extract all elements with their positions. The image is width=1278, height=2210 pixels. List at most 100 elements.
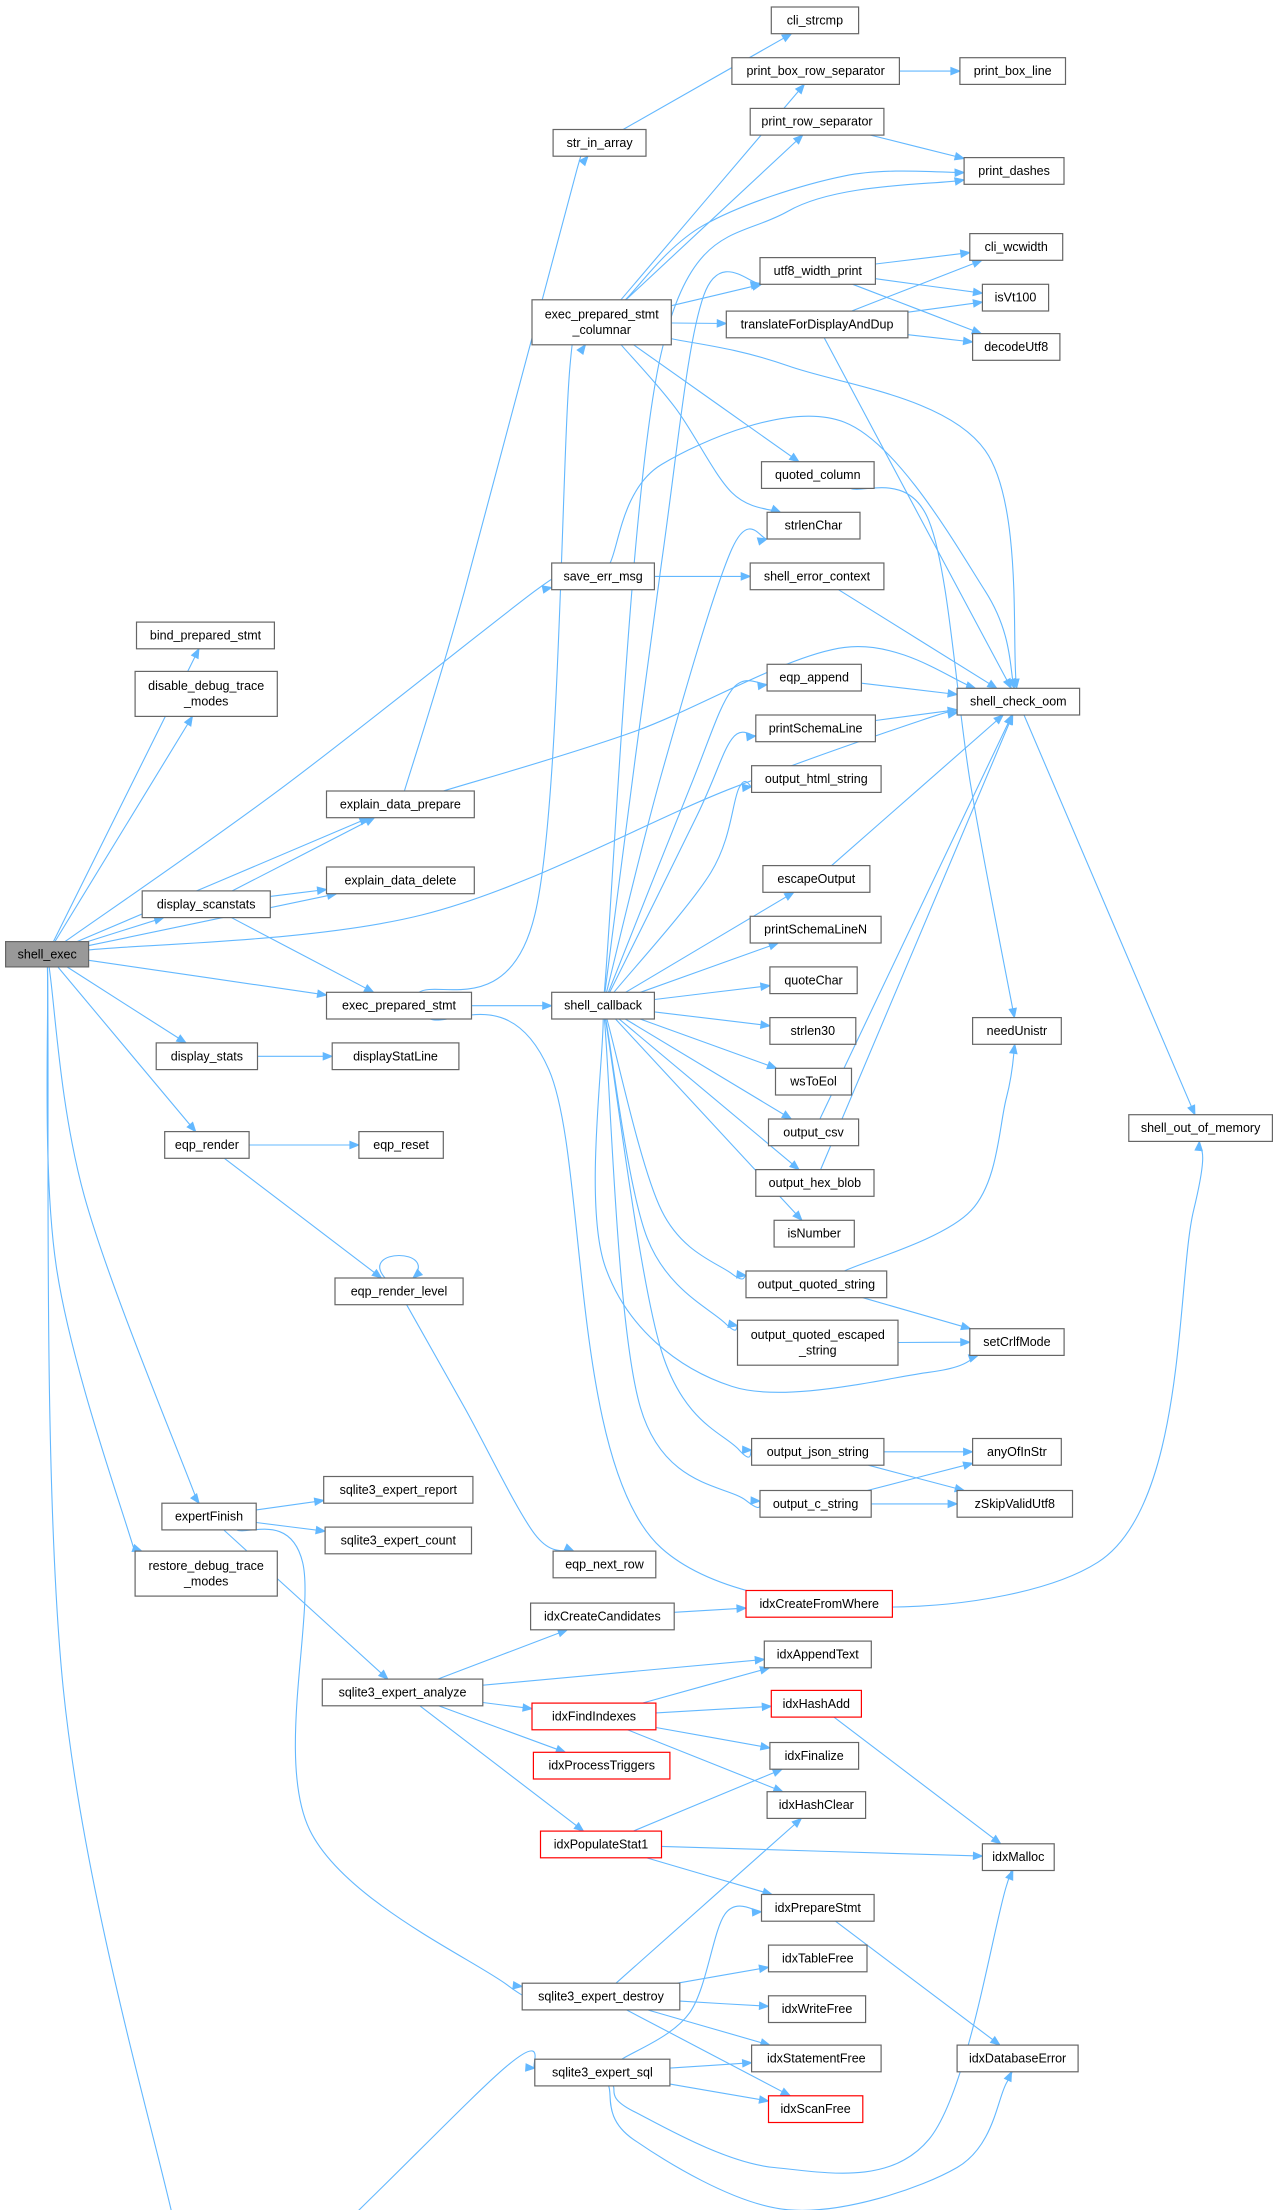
node-box[interactable] xyxy=(164,1130,250,1159)
node-utf8_width_print[interactable]: utf8_width_print xyxy=(759,257,877,285)
node-printSchemaLineN[interactable]: printSchemaLineN xyxy=(749,915,882,944)
node-box[interactable] xyxy=(325,991,473,1020)
node-box[interactable] xyxy=(750,2044,882,2073)
node-print_box_row_separator[interactable]: print_box_row_separator xyxy=(731,57,901,86)
node-box[interactable] xyxy=(1128,1114,1274,1142)
node-decodeUtf8[interactable]: decodeUtf8 xyxy=(971,333,1061,361)
node-idxPopulateStat1[interactable]: idxPopulateStat1 xyxy=(539,1830,663,1859)
node-box[interactable] xyxy=(759,257,877,285)
node-strlen30[interactable]: strlen30 xyxy=(769,1016,857,1045)
node-box[interactable] xyxy=(760,461,875,490)
node-cli_wcwidth[interactable]: cli_wcwidth xyxy=(969,233,1064,261)
node-escapeOutput[interactable]: escapeOutput xyxy=(762,864,871,893)
node-box[interactable] xyxy=(321,1678,484,1707)
node-save_err_msg[interactable]: save_err_msg xyxy=(551,562,656,591)
node-idxPrepareStmt[interactable]: idxPrepareStmt xyxy=(760,1893,875,1922)
node-box[interactable] xyxy=(956,1489,1074,1518)
node-exec_prepared_stmt_columnar[interactable]: exec_prepared_stmt_columnar xyxy=(531,299,672,346)
node-output_json_string[interactable]: output_json_string xyxy=(750,1437,885,1466)
node-idxHashAdd[interactable]: idxHashAdd xyxy=(770,1689,862,1718)
node-box[interactable] xyxy=(725,310,909,339)
node-box[interactable] xyxy=(769,1016,857,1045)
node-idxStatementFree[interactable]: idxStatementFree xyxy=(750,2044,882,2073)
node-box[interactable] xyxy=(521,1982,681,2011)
node-shell_out_of_memory[interactable]: shell_out_of_memory xyxy=(1128,1114,1274,1142)
node-box[interactable] xyxy=(325,790,475,819)
node-box[interactable] xyxy=(762,864,871,893)
node-box[interactable] xyxy=(749,107,885,136)
node-box[interactable] xyxy=(731,57,901,86)
node-box[interactable] xyxy=(981,1843,1055,1872)
node-box[interactable] xyxy=(745,1270,888,1299)
node-disable_debug_trace_modes[interactable]: disable_debug_trace_modes xyxy=(134,670,278,718)
node-box[interactable] xyxy=(774,1067,853,1096)
node-sqlite3_expert_report[interactable]: sqlite3_expert_report xyxy=(323,1475,474,1504)
node-box[interactable] xyxy=(141,890,271,919)
node-box[interactable] xyxy=(770,1689,862,1718)
node-box[interactable] xyxy=(745,1589,893,1618)
node-idxCreateCandidates[interactable]: idxCreateCandidates xyxy=(529,1602,675,1631)
node-box[interactable] xyxy=(769,1741,860,1770)
node-box[interactable] xyxy=(749,915,882,944)
node-box[interactable] xyxy=(755,1168,875,1197)
node-eqp_render[interactable]: eqp_render xyxy=(164,1130,250,1159)
node-shell_error_context[interactable]: shell_error_context xyxy=(749,562,885,591)
node-box[interactable] xyxy=(358,1130,444,1159)
node-box[interactable] xyxy=(767,1995,867,2024)
node-box[interactable] xyxy=(767,1944,868,1973)
node-box[interactable] xyxy=(963,157,1065,185)
node-isVt100[interactable]: isVt100 xyxy=(981,283,1050,312)
node-expertFinish[interactable]: expertFinish xyxy=(161,1502,257,1531)
node-box[interactable] xyxy=(750,765,882,794)
node-box[interactable] xyxy=(749,562,885,591)
node-shell_callback[interactable]: shell_callback xyxy=(551,991,656,1020)
node-sqlite3_expert_destroy[interactable]: sqlite3_expert_destroy xyxy=(521,1982,681,2011)
node-wsToEol[interactable]: wsToEol xyxy=(774,1067,853,1096)
node-idxTableFree[interactable]: idxTableFree xyxy=(767,1944,868,1973)
node-box[interactable] xyxy=(551,991,656,1020)
node-box[interactable] xyxy=(551,562,656,591)
node-quoted_column[interactable]: quoted_column xyxy=(760,461,875,490)
node-idxMalloc[interactable]: idxMalloc xyxy=(981,1843,1055,1872)
node-idxAppendText[interactable]: idxAppendText xyxy=(763,1640,872,1669)
node-box[interactable] xyxy=(531,1702,657,1731)
node-box[interactable] xyxy=(736,1319,899,1366)
node-box[interactable] xyxy=(766,663,862,692)
node-needUnistr[interactable]: needUnistr xyxy=(971,1016,1062,1045)
node-display_stats[interactable]: display_stats xyxy=(155,1042,259,1071)
node-zSkipValidUtf8[interactable]: zSkipValidUtf8 xyxy=(956,1489,1074,1518)
node-box[interactable] xyxy=(755,714,876,743)
node-idxScanFree[interactable]: idxScanFree xyxy=(767,2095,864,2124)
node-box[interactable] xyxy=(766,1791,867,1819)
node-sqlite3_expert_analyze[interactable]: sqlite3_expert_analyze xyxy=(321,1678,484,1707)
node-print_box_line[interactable]: print_box_line xyxy=(959,57,1067,86)
node-printSchemaLine[interactable]: printSchemaLine xyxy=(755,714,876,743)
node-output_quoted_escaped_string[interactable]: output_quoted_escaped_string xyxy=(736,1319,899,1366)
node-box[interactable] xyxy=(766,511,861,540)
node-shell_exec[interactable]: shell_exec xyxy=(4,940,90,968)
node-box[interactable] xyxy=(552,1550,657,1579)
node-idxFindIndexes[interactable]: idxFindIndexes xyxy=(531,1702,657,1731)
node-box[interactable] xyxy=(770,6,860,35)
node-box[interactable] xyxy=(773,1219,855,1248)
node-bind_prepared_stmt[interactable]: bind_prepared_stmt xyxy=(135,621,275,650)
node-box[interactable] xyxy=(981,283,1050,312)
node-box[interactable] xyxy=(155,1042,259,1071)
node-displayStatLine[interactable]: displayStatLine xyxy=(331,1042,460,1071)
node-output_html_string[interactable]: output_html_string xyxy=(750,765,882,794)
node-restore_debug_trace_modes[interactable]: restore_debug_trace_modes xyxy=(134,1550,278,1597)
node-box[interactable] xyxy=(767,1118,860,1147)
node-sqlite3_expert_sql[interactable]: sqlite3_expert_sql xyxy=(534,2058,671,2087)
node-box[interactable] xyxy=(531,299,672,346)
node-print_row_separator[interactable]: print_row_separator xyxy=(749,107,885,136)
node-box[interactable] xyxy=(135,621,275,650)
node-translateForDisplayAndDup[interactable]: translateForDisplayAndDup xyxy=(725,310,909,339)
node-box[interactable] xyxy=(323,1475,474,1504)
node-output_c_string[interactable]: output_c_string xyxy=(759,1489,872,1518)
node-idxDatabaseError[interactable]: idxDatabaseError xyxy=(956,2044,1079,2073)
node-explain_data_delete[interactable]: explain_data_delete xyxy=(325,866,475,895)
node-strlenChar[interactable]: strlenChar xyxy=(766,511,861,540)
node-box[interactable] xyxy=(763,1640,872,1669)
node-explain_data_prepare[interactable]: explain_data_prepare xyxy=(325,790,475,819)
node-box[interactable] xyxy=(956,687,1081,716)
